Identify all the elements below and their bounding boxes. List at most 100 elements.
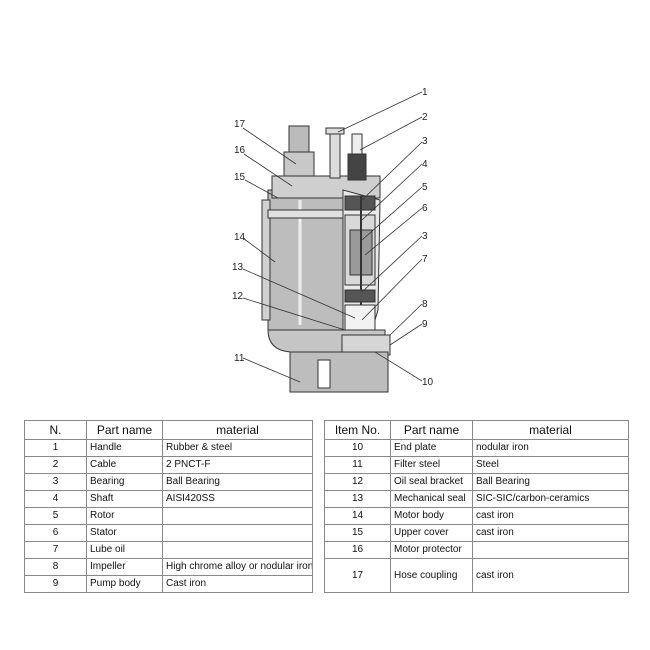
- table-row: 1 Handle Rubber & steel 10 End plate nod…: [24, 439, 629, 457]
- table-row: 5 Rotor 14 Motor body cast iron: [24, 507, 629, 525]
- table-gap: [312, 524, 325, 542]
- callout-13: 13: [232, 262, 244, 273]
- row-number: 2: [24, 456, 87, 474]
- callout-15: 15: [234, 172, 246, 183]
- item-number: 11: [324, 456, 391, 474]
- table-gap: [312, 490, 325, 508]
- material: nodular iron: [472, 439, 629, 457]
- material: [162, 524, 313, 542]
- callout-4: 4: [422, 159, 428, 170]
- material: [472, 541, 629, 559]
- material: Steel: [472, 456, 629, 474]
- callout-10: 10: [422, 377, 434, 388]
- header-part-name: Part name: [86, 420, 163, 440]
- part-name: Lube oil: [86, 541, 163, 559]
- material: [162, 541, 313, 559]
- callout-leaders: [242, 91, 423, 383]
- row-number: 8: [24, 558, 87, 576]
- table-gap: [312, 541, 325, 559]
- table-gap: [312, 420, 325, 440]
- header-n: N.: [24, 420, 87, 440]
- table-row: 4 Shaft AISI420SS 13 Mechanical seal SIC…: [24, 490, 629, 508]
- row-number: 6: [24, 524, 87, 542]
- material: [162, 507, 313, 525]
- callout-11: 11: [234, 353, 245, 364]
- row-number: 9: [24, 575, 87, 593]
- item-number: 12: [324, 473, 391, 491]
- material: High chrome alloy or nodular iron: [162, 558, 313, 576]
- table-gap: [312, 456, 325, 474]
- part-name: Upper cover: [390, 524, 473, 542]
- header-material: material: [162, 420, 313, 440]
- row-number: 1: [24, 439, 87, 457]
- callout-9: 9: [422, 319, 428, 330]
- callout-1: 1: [422, 87, 428, 98]
- callout-12: 12: [232, 291, 244, 302]
- row-number: 7: [24, 541, 87, 559]
- part-name: Stator: [86, 524, 163, 542]
- material: Ball Bearing: [472, 473, 629, 491]
- header-item-no: Item No.: [324, 420, 391, 440]
- pump-cutaway-diagram: 1 2 3 4 5 6 3 7 8 9 10 17 16 15 14 13 12…: [232, 87, 434, 393]
- table-gap: [312, 575, 325, 593]
- row-number: 3: [24, 473, 87, 491]
- material: Ball Bearing: [162, 473, 313, 491]
- material: SIC-SIC/carbon-ceramics: [472, 490, 629, 508]
- item-number: 16: [324, 541, 391, 559]
- material: cast iron: [472, 507, 629, 525]
- header-material-right: material: [472, 420, 629, 440]
- callout-labels: 1 2 3 4 5 6 3 7 8 9 10 17 16 15 14 13 12…: [232, 87, 434, 388]
- part-name: Impeller: [86, 558, 163, 576]
- callout-16: 16: [234, 145, 246, 156]
- part-name: Shaft: [86, 490, 163, 508]
- item-number: 17: [324, 558, 391, 593]
- item-number: 13: [324, 490, 391, 508]
- parts-table: N. Part name material Item No. Part name…: [24, 420, 629, 593]
- callout-8: 8: [422, 299, 428, 310]
- table-gap: [312, 439, 325, 457]
- part-name: End plate: [390, 439, 473, 457]
- table-gap: [312, 507, 325, 525]
- callout-17: 17: [234, 119, 246, 130]
- callout-7: 7: [422, 254, 428, 265]
- table-row: 3 Bearing Ball Bearing 12 Oil seal brack…: [24, 473, 629, 491]
- part-name: Motor protector: [390, 541, 473, 559]
- item-number: 14: [324, 507, 391, 525]
- part-name: Motor body: [390, 507, 473, 525]
- part-name: Pump body: [86, 575, 163, 593]
- material: cast iron: [472, 524, 629, 542]
- table-row: 6 Stator 15 Upper cover cast iron: [24, 524, 629, 542]
- item-number: 15: [324, 524, 391, 542]
- table-row: 7 Lube oil 16 Motor protector: [24, 541, 629, 559]
- part-name: Cable: [86, 456, 163, 474]
- callout-5: 5: [422, 182, 428, 193]
- pump-drawing: [261, 125, 391, 393]
- table-gap: [312, 473, 325, 491]
- table-gap: [312, 558, 325, 576]
- part-name: Hose coupling: [390, 558, 473, 593]
- callout-6: 6: [422, 203, 428, 214]
- material: Cast iron: [162, 575, 313, 593]
- row-number: 5: [24, 507, 87, 525]
- callout-3b: 3: [422, 231, 428, 242]
- part-name: Handle: [86, 439, 163, 457]
- part-name: Mechanical seal: [390, 490, 473, 508]
- row-number: 4: [24, 490, 87, 508]
- part-name: Bearing: [86, 473, 163, 491]
- header-part-name-right: Part name: [390, 420, 473, 440]
- part-name: Oil seal bracket: [390, 473, 473, 491]
- material: cast iron: [472, 558, 629, 593]
- item-number: 10: [324, 439, 391, 457]
- callout-14: 14: [234, 232, 246, 243]
- part-name: Rotor: [86, 507, 163, 525]
- part-name: Filter steel: [390, 456, 473, 474]
- table-row: 8 Impeller High chrome alloy or nodular …: [24, 558, 629, 593]
- material: AISI420SS: [162, 490, 313, 508]
- table-row: 9 Pump body Cast iron: [24, 575, 629, 593]
- table-row: 2 Cable 2 PNCT-F 11 Filter steel Steel: [24, 456, 629, 474]
- table-header-row: N. Part name material Item No. Part name…: [24, 420, 629, 440]
- material: Rubber & steel: [162, 439, 313, 457]
- callout-2: 2: [422, 112, 428, 123]
- callout-3: 3: [422, 136, 428, 147]
- material: 2 PNCT-F: [162, 456, 313, 474]
